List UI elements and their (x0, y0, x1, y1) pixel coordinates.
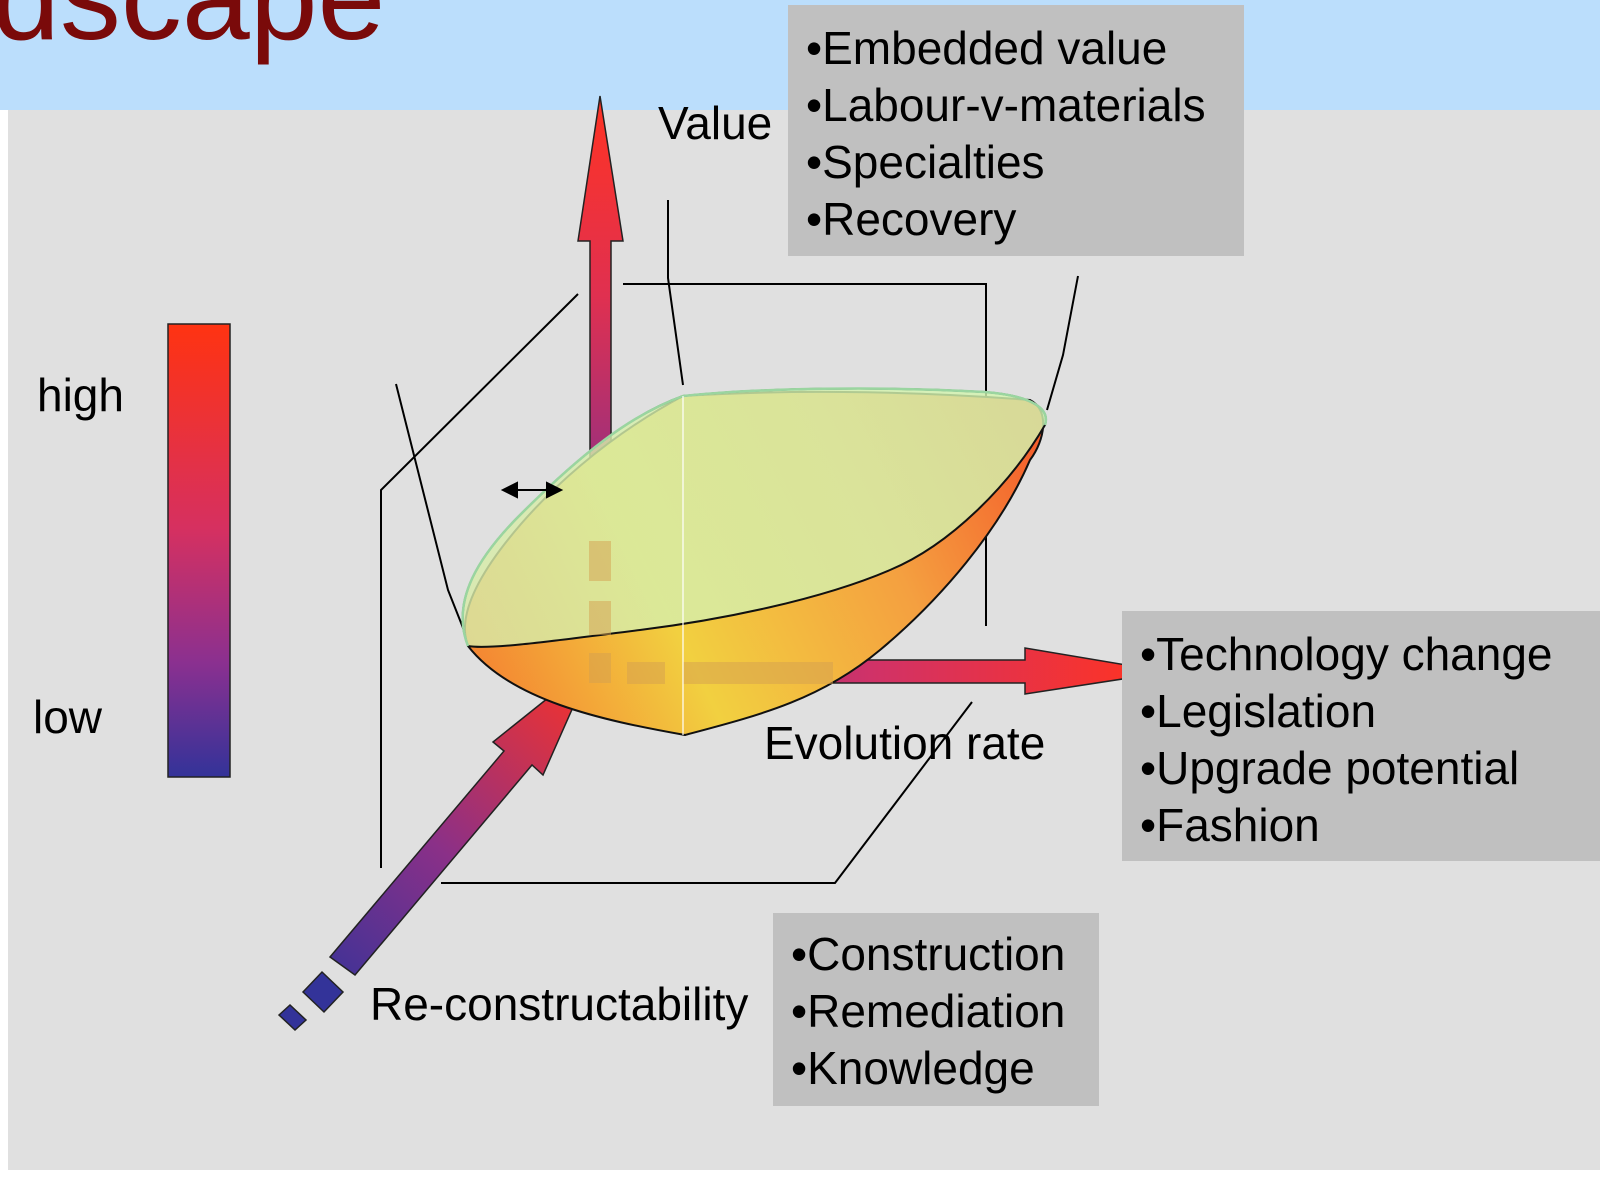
evolution-axis-arrow (829, 647, 1169, 695)
scale-high-label: high (37, 369, 124, 421)
reconstructability-factors-box: •Construction •Remediation •Knowledge (773, 913, 1099, 1106)
value-factor-item: •Labour-v-materials (806, 79, 1206, 131)
value-factor-item: •Specialties (806, 136, 1045, 188)
frame-lines (380, 200, 1079, 884)
evolution-factors-box: •Technology change •Legislation •Upgrade… (1122, 611, 1600, 861)
evolution-factor-item: •Legislation (1140, 685, 1377, 737)
reconstructability-factor-item: •Knowledge (791, 1042, 1035, 1094)
value-factors-box: •Embedded value •Labour-v-materials •Spe… (788, 5, 1244, 256)
reconstructability-dash (301, 970, 345, 1014)
double-headed-arrow (500, 481, 564, 499)
reconstructability-dash (277, 1003, 308, 1032)
hidden-axis-segments (589, 541, 833, 684)
value-factor-item: •Embedded value (806, 22, 1168, 74)
reconstructability-axis-label: Re-constructability (370, 978, 749, 1030)
evolution-factor-item: •Technology change (1140, 628, 1553, 680)
reconstructability-factor-item: •Construction (791, 928, 1066, 980)
scale-low-label: low (33, 691, 103, 743)
slide-title: dscape (0, 0, 385, 58)
evolution-factor-item: •Fashion (1140, 799, 1320, 851)
value-factor-item: •Recovery (806, 193, 1017, 245)
evolution-factor-item: •Upgrade potential (1140, 742, 1520, 794)
evolution-axis-label: Evolution rate (764, 717, 1046, 769)
value-axis-arrow (577, 95, 624, 461)
scale-bar (167, 323, 231, 778)
reconstructability-factor-item: •Remediation (791, 985, 1066, 1037)
value-axis-label: Value (658, 97, 773, 149)
surface-top (461, 387, 1047, 648)
reconstructability-axis-arrow (328, 661, 594, 977)
